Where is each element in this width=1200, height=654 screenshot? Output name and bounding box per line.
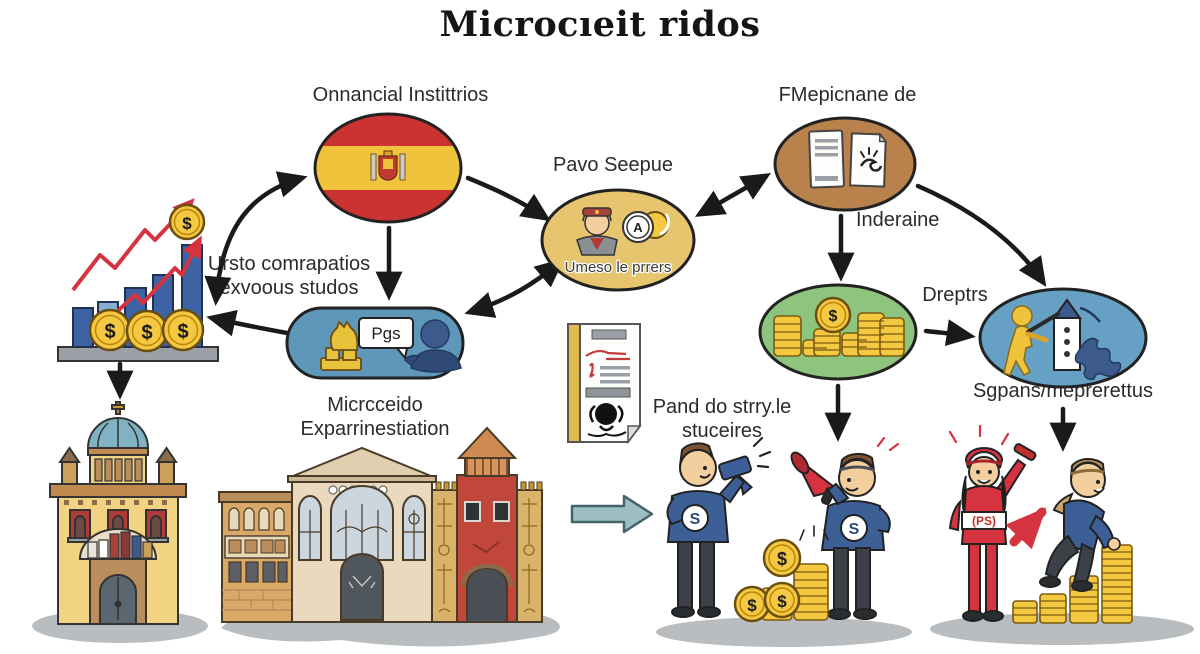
coin-symbol: $	[777, 549, 787, 569]
pavo-seepue-node: A Umeso le prrers	[540, 188, 696, 292]
historic-buildings-illustration	[218, 426, 560, 647]
label-financial-institutions: Onnancial Instittrios	[312, 84, 489, 106]
coin-icon: $	[88, 308, 132, 352]
window-icon	[67, 509, 93, 543]
coin-pile-icon: $ $ $	[733, 525, 829, 623]
coin-icon: $	[814, 296, 852, 334]
coat-of-arms-icon	[370, 150, 406, 181]
figure-doodle	[587, 403, 627, 437]
label-pand: Pand do strry.le stuceires	[632, 396, 812, 443]
coin-symbol: $	[747, 596, 757, 615]
coin-symbol: $	[829, 308, 838, 325]
arrow-brown-blue	[915, 183, 1047, 287]
coin-a-icon: A	[622, 211, 671, 243]
umeso-text: Umeso le prrers	[565, 259, 672, 276]
banker-person-icon	[576, 207, 618, 256]
coin-symbol: $	[182, 214, 192, 233]
dome-building-illustration	[32, 401, 208, 643]
label-micrcceido-line2: Exparrinestiation	[300, 417, 450, 440]
pgs-text: Pgs	[371, 324, 400, 343]
documents-node	[773, 116, 917, 212]
coin-symbol: $	[104, 321, 115, 343]
label-pavo-seepue: Pavo Seepue	[552, 154, 674, 176]
spain-flag-node	[313, 112, 463, 224]
upward-red-arrow-icon	[1005, 507, 1047, 550]
coin-symbol: $	[177, 321, 188, 343]
sweater-symbol: S	[690, 511, 701, 528]
label-pand-line2: stuceires	[681, 419, 763, 442]
window-icon	[143, 509, 169, 543]
arrow-flag-gold	[465, 175, 551, 222]
label-sgpans: Sgpans/meprerettus	[972, 380, 1154, 402]
signature-scribble	[585, 349, 630, 378]
builder-person-icon	[1003, 305, 1060, 376]
coins-node: $	[758, 283, 918, 381]
label-micrcceido: Micrcceido Exparrinestiation	[262, 394, 488, 441]
coin-icon: $	[125, 309, 169, 353]
builder-node	[978, 287, 1148, 389]
label-dreptrs: Dreptrs	[922, 284, 988, 306]
label-micrcceido-line1: Micrcceido	[327, 394, 423, 416]
puzzle-piece-icon	[1074, 306, 1122, 381]
ground-shadow	[656, 617, 912, 647]
label-fnepicnane: FMepicnane de	[778, 84, 917, 106]
climbers-illustration: (PS)	[930, 424, 1194, 645]
contract-document-icon	[567, 323, 642, 445]
label-pand-line1: Pand do strry.le	[652, 396, 792, 418]
announcer-right-person: S	[790, 436, 900, 620]
announcers-illustration: S S	[656, 436, 912, 647]
listener-person-icon	[404, 319, 462, 373]
coin-symbol: $	[141, 322, 152, 344]
page-title: Microcıeit ridos	[439, 4, 761, 45]
flow-arrow-icon	[570, 494, 654, 534]
climber-person	[1039, 457, 1121, 592]
coin-icon: $	[161, 308, 205, 352]
label-inderaine: Inderaine	[856, 209, 940, 231]
signed-document-icon	[849, 132, 888, 188]
document-icon	[808, 129, 845, 189]
chess-knight-icon	[320, 320, 362, 371]
coin-symbol: $	[777, 592, 787, 611]
arrow-green-blue	[923, 319, 976, 347]
growth-chart-illustration: $ $ $ $	[57, 198, 219, 362]
coin-icon: $	[168, 203, 206, 241]
vest-symbol: (PS)	[972, 514, 996, 528]
coin-a-symbol: A	[633, 220, 643, 235]
microcredit-pill-node: Pgs	[285, 306, 465, 380]
coin-stacks-icon	[773, 312, 905, 357]
trend-arrow-icon	[71, 198, 202, 322]
speech-bubble-icon: Pgs	[358, 317, 414, 361]
announcer-left-person: S	[666, 436, 772, 618]
sweater-symbol: S	[849, 521, 860, 538]
arrow-gold-brown	[694, 172, 772, 217]
cheering-woman-person: (PS)	[948, 424, 1037, 622]
